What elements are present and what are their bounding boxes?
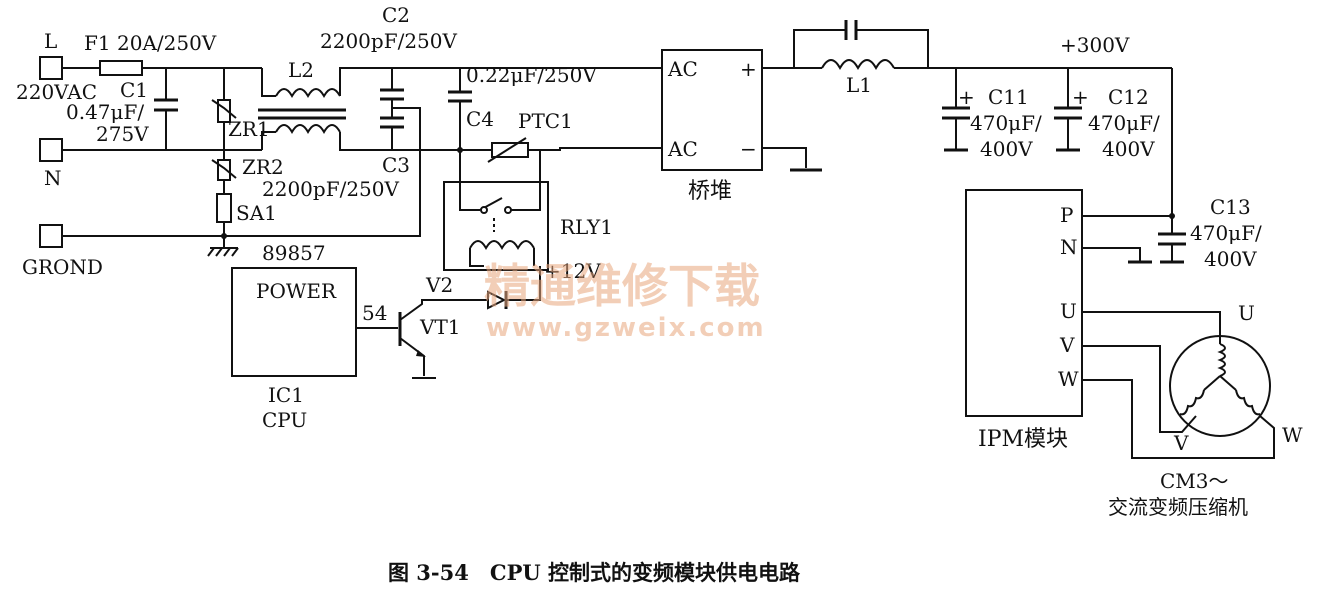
label-ac-bot: AC: [667, 137, 698, 161]
label-c13-value: 470μF/: [1190, 221, 1262, 245]
label-compressor: 交流变频压缩机: [1108, 495, 1248, 519]
label-c12-voltage: 400V: [1102, 137, 1155, 161]
relay-rly1: [443, 150, 549, 271]
label-pin-v: V: [1059, 333, 1075, 357]
capacitor-c13: [1158, 232, 1186, 264]
label-c11-plus: +: [958, 85, 975, 109]
watermark-title: 精通维修下载: [484, 259, 760, 313]
motor-windings: [1179, 336, 1261, 416]
capacitor-c1: [154, 68, 178, 150]
label-v2: V2: [425, 273, 453, 297]
label-c1-value: 0.47μF/: [66, 100, 144, 124]
label-ipm: IPM模块: [978, 427, 1068, 452]
label-l2: L2: [288, 58, 314, 82]
varistor-zr2: [211, 150, 237, 194]
diode-v2: [430, 266, 541, 310]
wire-n: [1082, 247, 1141, 262]
transistor-vt1: [356, 299, 436, 379]
spark-gap-sa1: [216, 193, 232, 223]
label-c13: C13: [1210, 195, 1251, 219]
label-c11-voltage: 400V: [980, 137, 1033, 161]
label-c12: C12: [1108, 85, 1149, 109]
label-c4: 0.22μF/250V: [466, 63, 597, 87]
label-bridge-plus: +: [740, 57, 757, 81]
label-c11-value: 470μF/: [970, 111, 1042, 135]
capacitor-c11: [942, 68, 970, 152]
terminal-n: [39, 138, 63, 162]
junction-p: [1169, 213, 1175, 219]
label-12v: +12V: [544, 259, 601, 283]
label-c13-voltage: 400V: [1204, 247, 1257, 271]
label-f1-rating: 20A/250V: [117, 31, 217, 55]
label-ptc1: PTC1: [518, 109, 573, 133]
varistor-zr1: [211, 68, 237, 150]
label-motor-v: V: [1173, 431, 1189, 455]
wire-w: [1082, 379, 1275, 459]
label-pin-p: P: [1060, 203, 1073, 227]
label-rly1: RLY1: [560, 215, 613, 239]
wire-c2-c3-mid: [392, 107, 421, 150]
label-cm3: CM3～: [1160, 469, 1229, 493]
label-n: N: [44, 166, 62, 190]
capacitor-c12: [1054, 68, 1082, 152]
label-c1-voltage-text: 275V: [96, 122, 149, 146]
label-l: L: [44, 29, 57, 53]
ic1-cpu-box: [231, 267, 357, 377]
ptc-slash: [487, 137, 527, 163]
label-pin-u: U: [1060, 299, 1077, 323]
label-c2: C2: [382, 3, 410, 27]
label-l1: L1: [846, 73, 872, 97]
capacitor-c3: [380, 116, 404, 150]
label-c1: C1: [120, 78, 148, 102]
wire-bridge-minus-ground: [762, 147, 807, 168]
capacitor-c4: [448, 68, 472, 150]
label-cpu: CPU: [262, 408, 307, 432]
label-c11: C11: [988, 85, 1029, 109]
label-c12-value: 470μF/: [1088, 111, 1160, 135]
label-c4-name: C4: [466, 107, 494, 131]
label-pin-w: W: [1058, 367, 1079, 391]
label-ic1: IC1: [268, 383, 304, 407]
capacitor-c2: [380, 68, 404, 118]
junction-ground: [221, 233, 227, 239]
label-54: 54: [362, 301, 387, 325]
label-89857: 89857: [262, 241, 326, 265]
ipm-module-box: [965, 189, 1083, 417]
label-sa1: SA1: [236, 201, 277, 225]
figure-caption: 图 3-54 CPU 控制式的变频模块供电电路: [388, 560, 801, 585]
label-c2-value: 2200pF/250V: [320, 29, 457, 53]
chassis-ground-icon: [207, 247, 239, 257]
label-motor-u: U: [1238, 301, 1255, 325]
wire-ptc-to-bridge: [528, 147, 662, 151]
watermark-url: www.gzweix.com: [486, 313, 766, 343]
fuse-f1: [99, 60, 143, 76]
bridge-rectifier: [661, 49, 763, 171]
inductor-l1: [762, 20, 1172, 71]
label-grond: GROND: [22, 255, 103, 279]
label-220vac: 220VAC: [16, 80, 97, 104]
terminal-ground: [39, 224, 63, 248]
label-pin-n: N: [1060, 235, 1078, 259]
label-vt1: VT1: [419, 315, 461, 339]
label-bridge: 桥堆: [688, 179, 732, 204]
label-zr1: ZR1: [228, 117, 270, 141]
label-300v: +300V: [1060, 33, 1130, 57]
label-bridge-minus: −: [740, 137, 757, 161]
label-power: POWER: [256, 279, 337, 303]
label-motor-w: W: [1282, 423, 1303, 447]
label-zr2: ZR2: [242, 155, 284, 179]
wire-ground-line: [62, 150, 421, 237]
label-c3: C3: [382, 153, 410, 177]
label-c3-value: 2200pF/250V: [262, 177, 399, 201]
label-c12-plus: +: [1072, 85, 1089, 109]
label-f1: F1: [84, 31, 111, 55]
terminal-l: [39, 56, 63, 80]
label-ac-top: AC: [667, 57, 698, 81]
wire-v: [1082, 345, 1197, 433]
wire-u: [1082, 311, 1221, 336]
